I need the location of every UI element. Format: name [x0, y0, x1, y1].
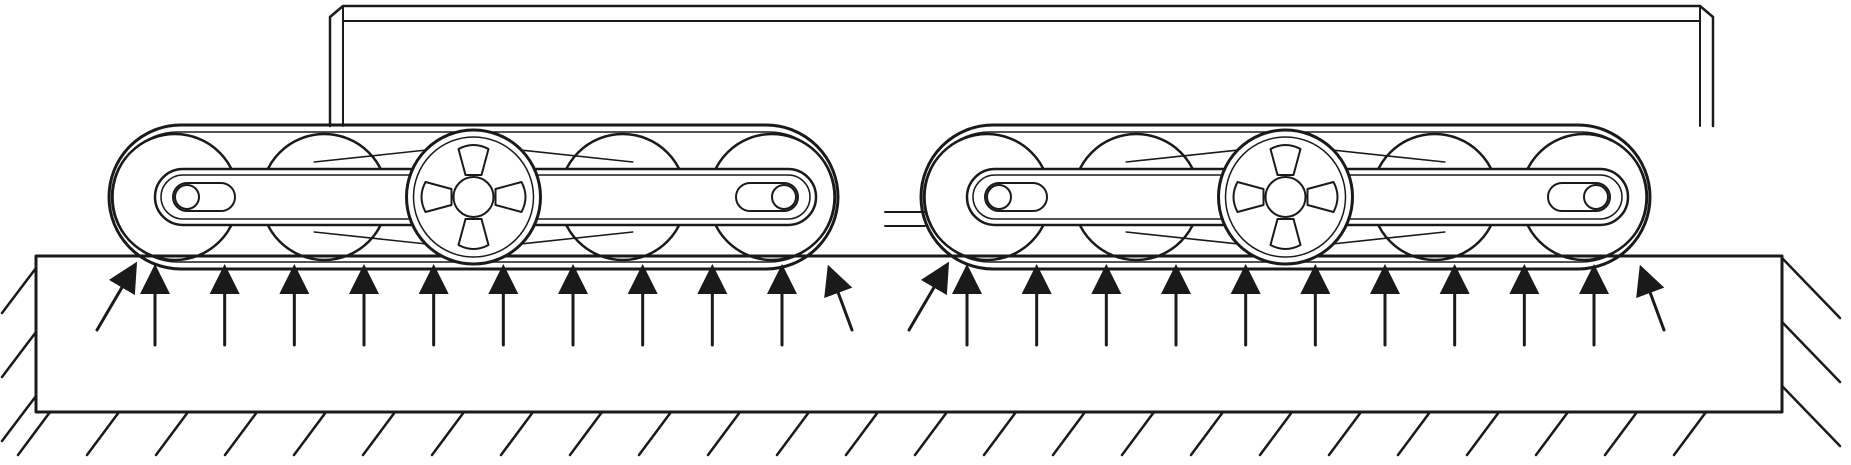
hatch-line: [361, 410, 397, 457]
adjust-slot-left: [172, 182, 236, 212]
adjust-slot-right: [735, 182, 799, 212]
hatch-line: [430, 410, 466, 457]
hatch-line: [1327, 410, 1363, 457]
adjust-slot-right: [1547, 182, 1611, 212]
hatch-line: [1189, 410, 1225, 457]
adjust-slot-left: [984, 182, 1048, 212]
hatch-line: [1603, 410, 1639, 457]
hatch-line: [16, 410, 52, 457]
hatch-line: [1258, 410, 1294, 457]
hatch-line: [568, 410, 604, 457]
right-ground-reaction-arrows: [907, 261, 1666, 347]
drive-hub-icon: [420, 144, 527, 250]
hatch-line: [1396, 410, 1432, 457]
hatch-line: [1051, 410, 1087, 457]
hatch-line: [1780, 256, 1842, 320]
hatch-line: [982, 410, 1018, 457]
ground-slab: [34, 254, 1784, 414]
hatch-line: [0, 330, 38, 379]
ground-hatch-left: [0, 266, 38, 443]
hatch-line: [913, 410, 949, 457]
hatch-line: [1780, 320, 1842, 384]
hatch-line: [85, 410, 121, 457]
drive-wheel: [1217, 128, 1354, 266]
left-track-unit: [107, 123, 840, 271]
hatch-line: [637, 410, 673, 457]
inclined-reaction-arrow: [1636, 264, 1666, 332]
inclined-reaction-arrow: [95, 261, 138, 332]
hatch-line: [0, 394, 38, 443]
hatch-line: [0, 266, 38, 315]
inclined-reaction-arrow: [824, 264, 854, 332]
hatch-line: [775, 410, 811, 457]
hatch-line: [154, 410, 190, 457]
drive-hub-icon: [1232, 144, 1339, 250]
right-track-unit: [919, 123, 1652, 271]
hatch-line: [1672, 410, 1708, 457]
ground-hatch-right: [1780, 256, 1842, 448]
hatch-line: [844, 410, 880, 457]
left-ground-reaction-arrows: [95, 261, 854, 347]
ground-hatch-bottom: [16, 410, 1708, 457]
hatch-line: [1780, 384, 1842, 448]
body-frame: [328, 4, 1715, 227]
ground: [0, 254, 1842, 457]
hatch-line: [292, 410, 328, 457]
hatch-line: [706, 410, 742, 457]
drive-wheel: [405, 128, 542, 266]
hatch-line: [1120, 410, 1156, 457]
inclined-reaction-arrow: [907, 261, 950, 332]
hatch-line: [1534, 410, 1570, 457]
hatch-line: [499, 410, 535, 457]
hatch-line: [1465, 410, 1501, 457]
hatch-line: [223, 410, 259, 457]
